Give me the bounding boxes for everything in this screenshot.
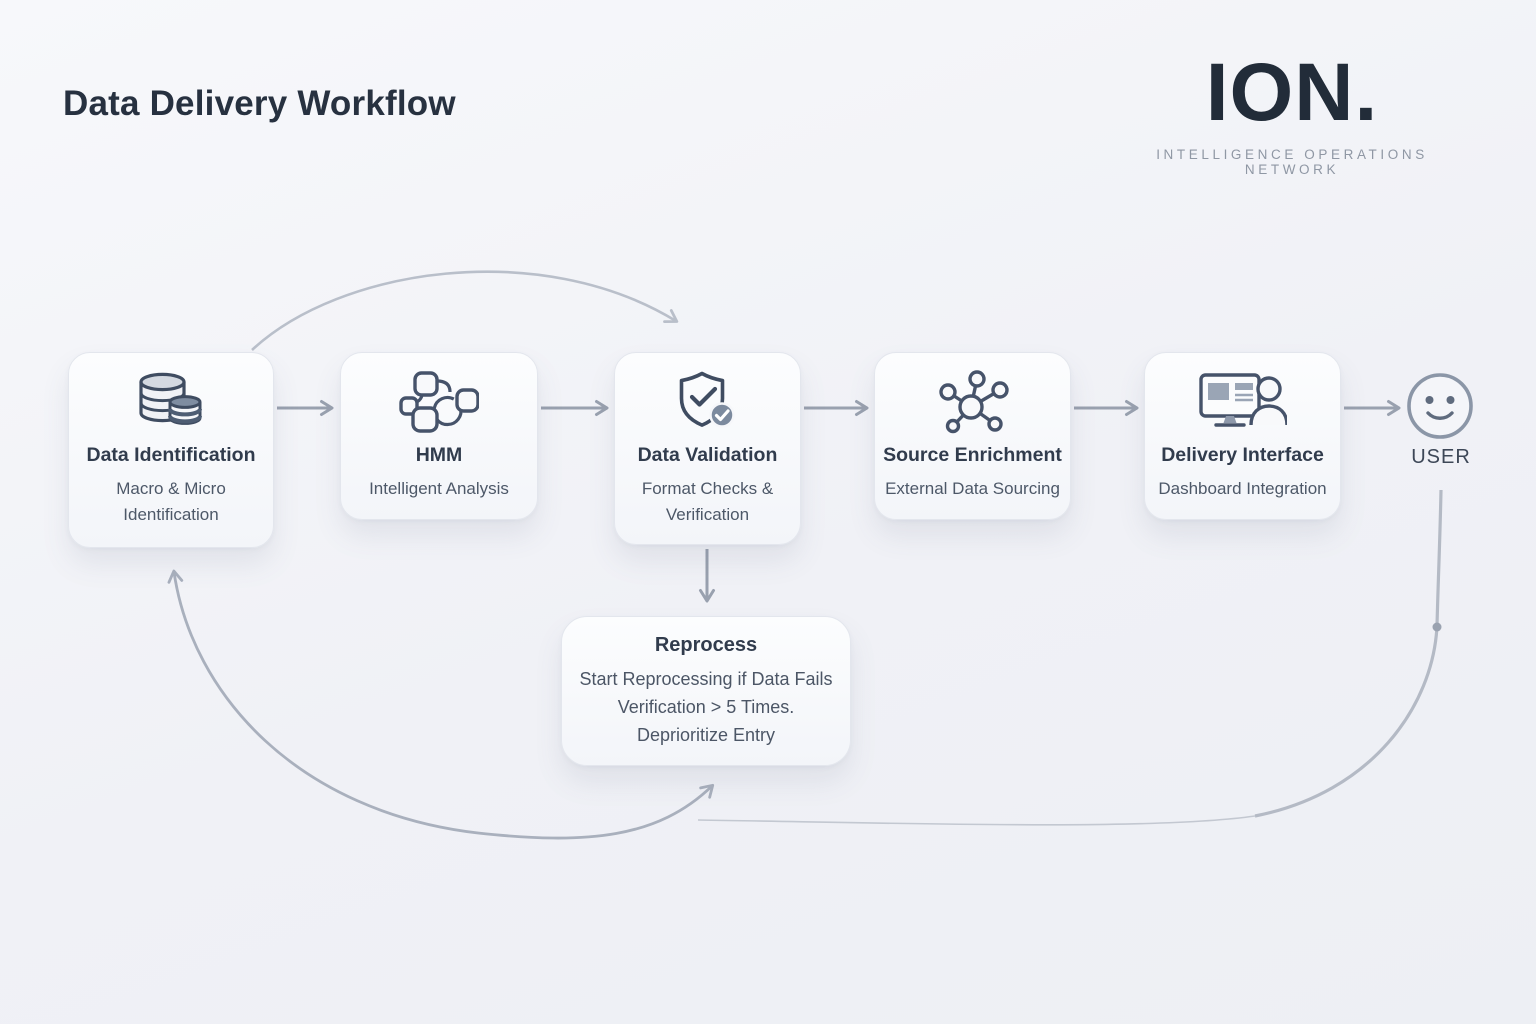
shield-check-icon (679, 371, 735, 428)
user-label: USER (1411, 446, 1471, 468)
node-title: Source Enrichment (883, 444, 1062, 466)
node-subtitle: External Data Sourcing (885, 479, 1060, 498)
brand-logo: ION. INTELLIGENCE OPERATIONS NETWORK (1118, 47, 1466, 178)
reprocess-title: Reprocess (654, 634, 758, 656)
node-source-enrichment: Source Enrichment External Data Sourcing (874, 352, 1071, 520)
node-data-validation: Data Validation Format Checks & Verifica… (614, 352, 801, 545)
node-data-identification: Data Identification Macro & Micro Identi… (68, 352, 274, 548)
node-subtitle: Intelligent Analysis (369, 479, 509, 498)
user-endpoint (1405, 371, 1475, 446)
page-title: Data Delivery Workflow (63, 84, 456, 123)
flowchart-icon (399, 371, 479, 433)
node-title: Delivery Interface (1161, 444, 1324, 466)
curve-reprocess-loop-to-data-identification (167, 569, 715, 840)
node-title: HMM (415, 444, 463, 466)
node-title: Data Identification (86, 444, 256, 466)
user-feedback-junction-dot (1432, 622, 1442, 632)
smiley-face-icon (1407, 373, 1473, 439)
brand-logo-tagline: INTELLIGENCE OPERATIONS NETWORK (1156, 147, 1428, 177)
node-delivery-interface: Delivery Interface Dashboard Integration (1144, 352, 1341, 520)
node-subtitle: Format Checks & Verification (641, 479, 774, 525)
curve-user-feedback-upper (1254, 489, 1443, 818)
line-user-feedback-tail (697, 815, 1256, 826)
node-subtitle: Macro & Micro Identification (116, 479, 226, 525)
curve-skip-data-identification-to-data-validation (251, 270, 679, 351)
database-icon (139, 372, 202, 425)
node-reprocess: Reprocess Start Reprocessing if Data Fai… (561, 616, 851, 766)
node-title: Data Validation (637, 444, 778, 466)
monitor-user-icon (1198, 373, 1287, 427)
brand-logo-name: ION. (1205, 47, 1379, 138)
network-hub-icon (938, 370, 1009, 434)
node-subtitle: Dashboard Integration (1158, 479, 1327, 498)
node-hmm: HMM Intelligent Analysis (340, 352, 538, 520)
reprocess-description: Start Reprocessing if Data Fails Verific… (579, 669, 833, 745)
